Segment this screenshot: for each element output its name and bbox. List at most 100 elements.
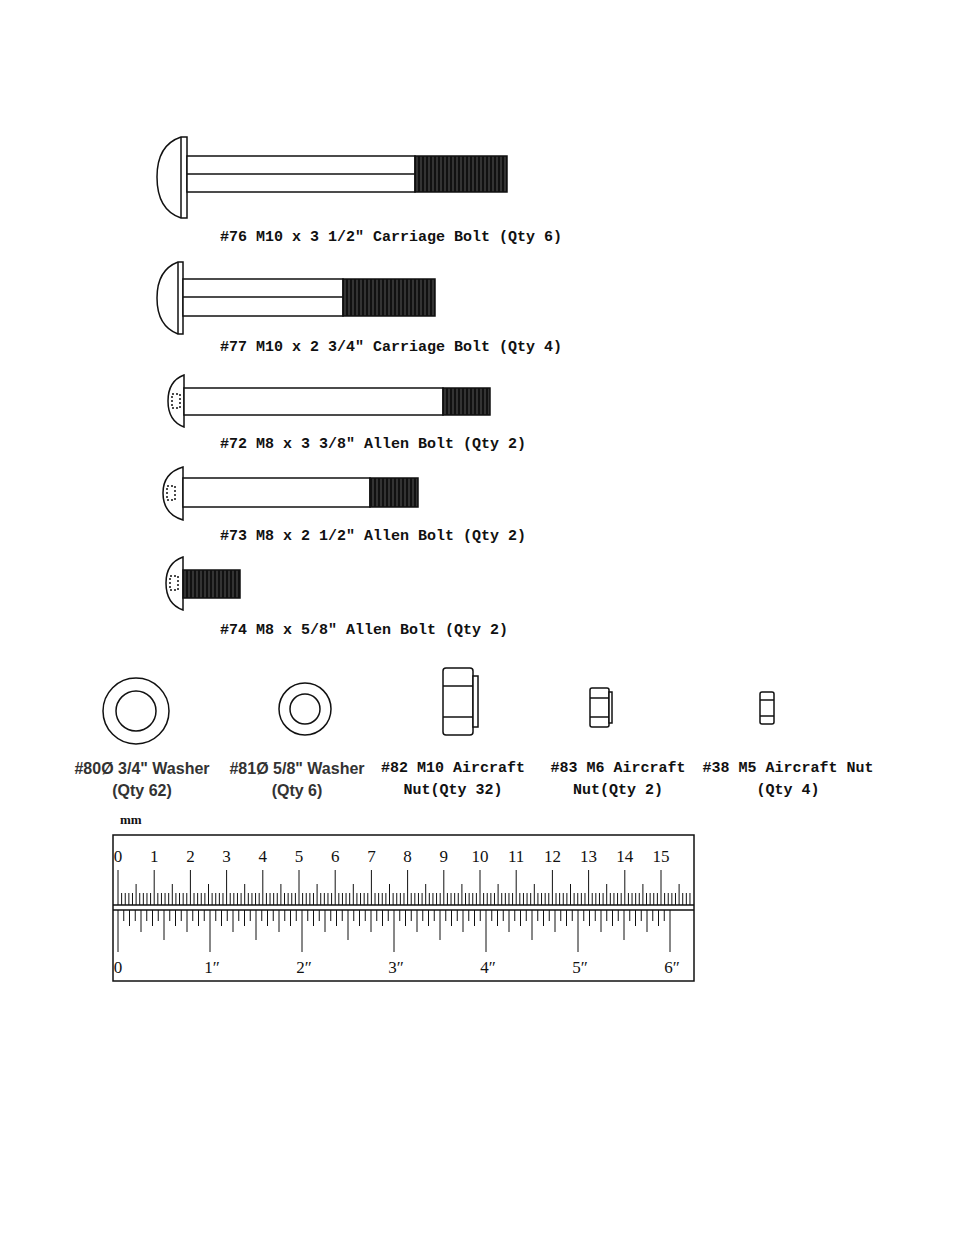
mm-tick <box>219 893 220 905</box>
mm-tick <box>324 893 325 905</box>
mm-tick <box>671 893 672 905</box>
inch-tick <box>290 910 291 926</box>
mm-tick <box>422 893 423 905</box>
inch-tick <box>532 910 533 940</box>
ruler-number: 11 <box>508 848 524 866</box>
ruler-number: 14 <box>616 848 633 866</box>
mm-tick <box>331 893 332 905</box>
mm-tick <box>650 893 651 905</box>
aircraft-nut <box>760 692 774 724</box>
inch-tick <box>221 910 222 926</box>
mm-tick <box>599 893 600 905</box>
mm-tick <box>563 893 564 905</box>
mm-tick <box>628 893 629 905</box>
inch-tick <box>129 910 130 926</box>
inch-tick <box>434 910 435 921</box>
inch-tick <box>514 910 515 921</box>
inch-tick <box>330 910 331 921</box>
mm-tick <box>396 893 397 905</box>
inch-tick <box>670 910 671 952</box>
mm-tick <box>284 893 285 905</box>
inch-tick <box>457 910 458 921</box>
washer <box>279 683 331 735</box>
ruler-number: 4 <box>259 848 268 866</box>
mm-tick <box>476 893 477 905</box>
inch-tick <box>244 910 245 926</box>
mm-tick <box>291 893 292 905</box>
inch-tick <box>158 910 159 921</box>
inch-tick <box>164 910 165 940</box>
ruler-number: 4″ <box>480 959 496 977</box>
inch-tick <box>509 910 510 932</box>
inch-tick <box>267 910 268 926</box>
inch-tick <box>227 910 228 921</box>
mm-tick <box>490 893 491 905</box>
inch-tick <box>279 910 280 932</box>
unit-label: mm <box>120 813 142 827</box>
ruler-number: 5 <box>295 848 304 866</box>
carriage-bolt <box>157 137 507 218</box>
mm-tick <box>512 893 513 905</box>
part-label: #76 M10 x 3 1/2″ Carriage Bolt (Qty 6) <box>220 229 562 247</box>
mm-tick <box>487 893 488 905</box>
mm-tick <box>461 884 462 905</box>
mm-tick <box>288 893 289 905</box>
mm-tick <box>309 893 310 905</box>
inch-tick <box>261 910 262 921</box>
mm-tick <box>458 893 459 905</box>
ruler-number: 8 <box>403 848 412 866</box>
mm-tick <box>172 884 173 905</box>
mm-tick <box>425 884 426 905</box>
mm-tick <box>686 893 687 905</box>
inch-tick <box>302 910 303 952</box>
mm-tick <box>675 893 676 905</box>
mm-tick <box>266 893 267 905</box>
mm-tick <box>498 884 499 905</box>
inch-tick <box>549 910 550 921</box>
mm-tick <box>342 893 343 905</box>
mm-tick <box>527 893 528 905</box>
inch-tick <box>497 910 498 926</box>
inch-tick <box>319 910 320 921</box>
mm-tick <box>584 893 585 905</box>
mm-tick <box>121 893 122 905</box>
mm-tick <box>588 870 589 905</box>
inch-tick <box>307 910 308 921</box>
mm-tick <box>632 893 633 905</box>
mm-tick <box>212 893 213 905</box>
mm-tick <box>566 893 567 905</box>
aircraft-nut <box>590 688 612 727</box>
mm-tick <box>132 893 133 905</box>
mm-tick <box>661 870 662 905</box>
mm-tick <box>375 893 376 905</box>
inch-tick <box>537 910 538 921</box>
mm-tick <box>472 893 473 905</box>
mm-tick <box>621 893 622 905</box>
inch-tick <box>417 910 418 932</box>
inch-tick <box>560 910 561 921</box>
inch-tick <box>256 910 257 940</box>
mm-tick <box>443 870 444 905</box>
mm-tick <box>382 893 383 905</box>
inch-tick <box>422 910 423 921</box>
mm-tick <box>556 893 557 905</box>
inch-tick <box>365 910 366 921</box>
inch-tick <box>175 910 176 926</box>
inch-tick <box>595 910 596 921</box>
mm-tick <box>226 870 227 905</box>
ruler-ticks <box>118 870 690 952</box>
washer <box>103 678 169 744</box>
mm-tick <box>385 893 386 905</box>
ruler-number: 3 <box>222 848 231 866</box>
part-label: #81Ø 5/8" Washer (Qty 6) <box>222 758 372 802</box>
ruler-number: 10 <box>472 848 489 866</box>
mm-tick <box>259 893 260 905</box>
mm-tick <box>429 893 430 905</box>
mm-tick <box>465 893 466 905</box>
mm-tick <box>541 893 542 905</box>
mm-tick <box>128 893 129 905</box>
inch-tick <box>123 910 124 921</box>
mm-tick <box>154 870 155 905</box>
inch-tick <box>371 910 372 932</box>
mm-tick <box>483 893 484 905</box>
